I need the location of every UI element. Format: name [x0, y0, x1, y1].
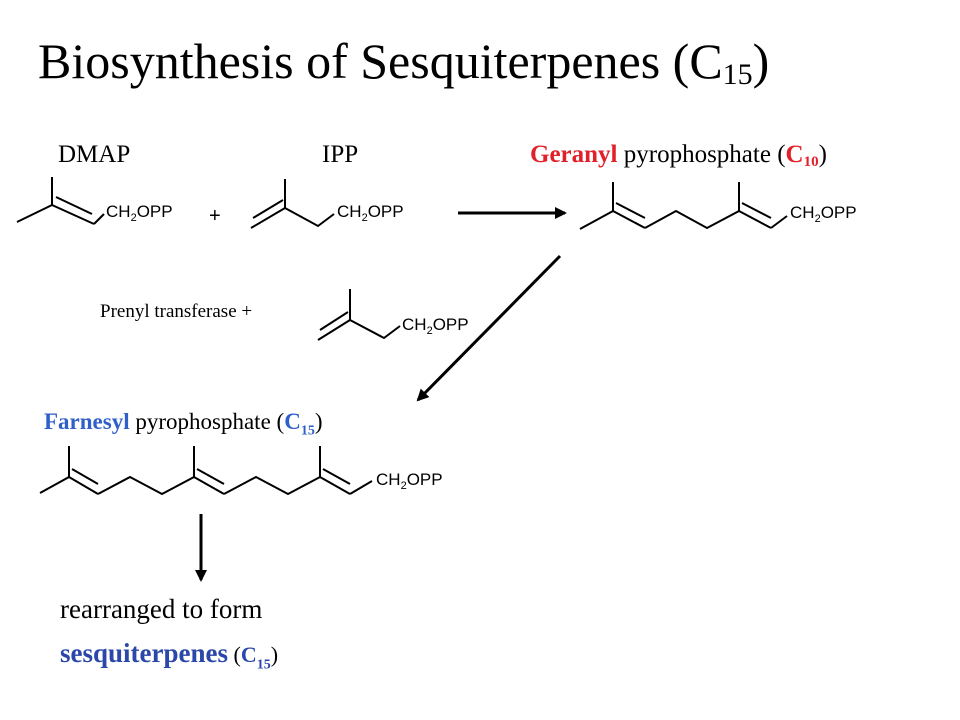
geranyl-carbon: C [785, 141, 804, 168]
farnesyl-close: ) [314, 409, 323, 434]
sesquiterpenes-close: ) [270, 642, 279, 667]
farnesyl-ch2opp-group: CH2OPP [376, 470, 443, 492]
ipp-ch2opp-group: CH2OPP [337, 202, 404, 224]
geranyl-carbon-count: 10 [803, 154, 819, 170]
page-title: Biosynthesis of Sesquiterpenes (C15) [38, 36, 769, 90]
geranyl-rest: pyrophosphate ( [617, 141, 786, 168]
plus-sign: + [209, 205, 221, 227]
sesquiterpenes-carbon: C [240, 642, 257, 667]
title-main: Biosynthesis of Sesquiterpenes (C [38, 33, 723, 89]
ipp-second-ch2opp-group: CH2OPP [402, 315, 469, 337]
reaction-arrow-diagonal [416, 254, 562, 402]
sesquiterpenes-open: ( [228, 642, 241, 667]
prenyl-transferase-label: Prenyl transferase + [100, 301, 253, 322]
ipp-structure [250, 179, 335, 229]
geranyl-pyrophosphate-label: Geranyl pyrophosphate (C10) [530, 142, 827, 170]
geranyl-name: Geranyl [530, 141, 618, 168]
geranyl-close: ) [818, 141, 827, 168]
ipp-structure-second [317, 289, 401, 341]
ipp-label: IPP [322, 141, 359, 168]
farnesyl-name: Farnesyl [44, 409, 130, 434]
farnesyl-rest: pyrophosphate ( [129, 409, 285, 434]
farnesyl-carbon-count: 15 [300, 423, 315, 439]
sesquiterpenes-carbon-count: 15 [256, 657, 271, 673]
title-close: ) [752, 33, 770, 89]
rearranged-text: rearranged to form [60, 594, 263, 624]
geranyl-pyrophosphate-structure [579, 182, 788, 230]
sesquiterpenes-label: sesquiterpenes (C15) [60, 640, 278, 672]
geranyl-ch2opp-group: CH2OPP [790, 203, 857, 225]
farnesyl-pyrophosphate-label: Farnesyl pyrophosphate (C15) [44, 409, 322, 440]
title-subscript: 15 [722, 58, 753, 91]
farnesyl-pyrophosphate-structure [39, 446, 373, 496]
dmap-ch2opp-group: CH2OPP [106, 202, 173, 224]
farnesyl-carbon: C [284, 409, 301, 434]
dmap-structure [16, 177, 105, 225]
dmap-label: DMAP [58, 141, 131, 168]
sesquiterpenes-name: sesquiterpenes [60, 638, 228, 668]
